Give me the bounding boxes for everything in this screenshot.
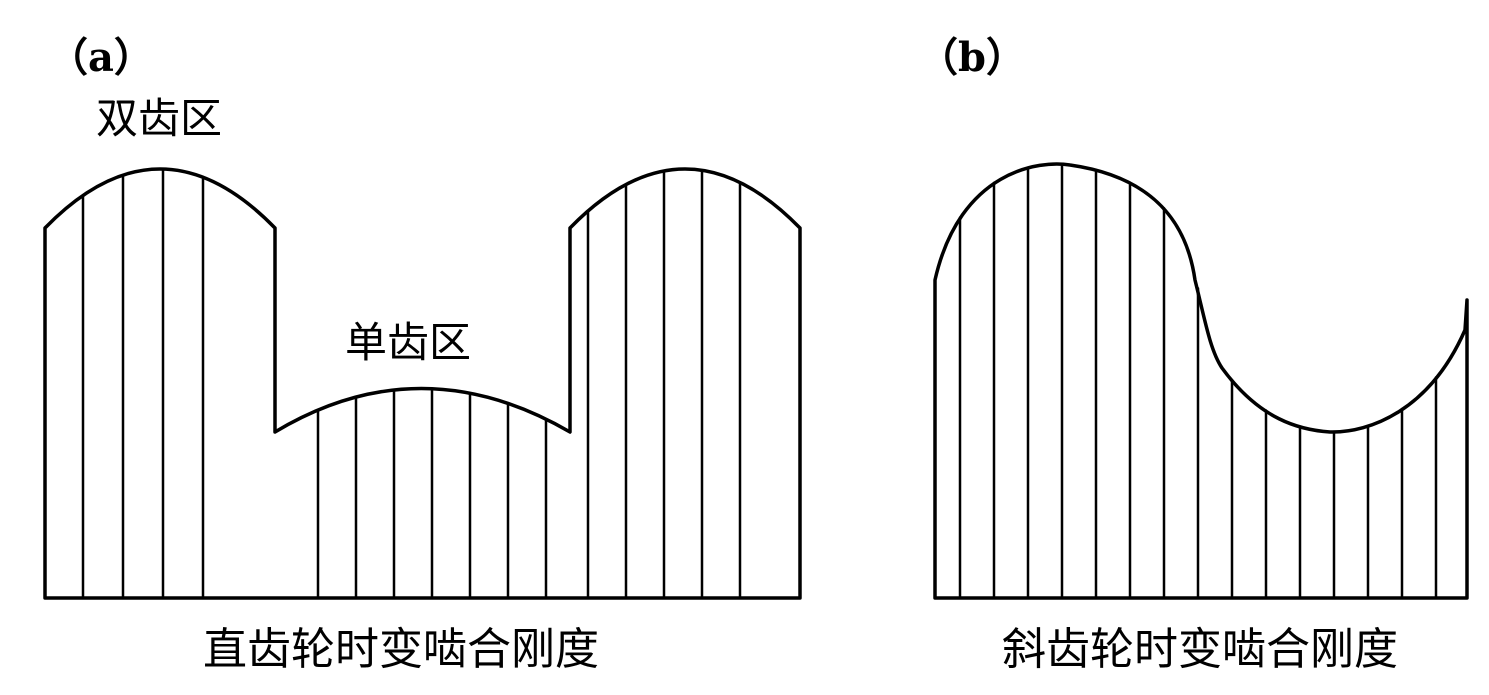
helical-gear-hatch-lines [958,162,1438,600]
single-tooth-region-label: 单齿区 [345,318,472,367]
spur-gear-hatch-lines [81,167,742,600]
spur-gear-stiffness-outline [43,167,802,600]
helical-gear-caption: 斜齿轮时变啮合刚度 [1002,624,1398,675]
spur-gear-stiffness-diagram [43,167,802,600]
spur-gear-caption: 直齿轮时变啮合刚度 [203,624,599,675]
panel-a-label: （a） [48,34,154,81]
panel-b-label: （b） [918,34,1026,81]
double-tooth-region-label: 双齿区 [96,94,223,143]
helical-gear-stiffness-diagram [933,162,1469,600]
helical-gear-stiffness-outline [933,162,1469,600]
